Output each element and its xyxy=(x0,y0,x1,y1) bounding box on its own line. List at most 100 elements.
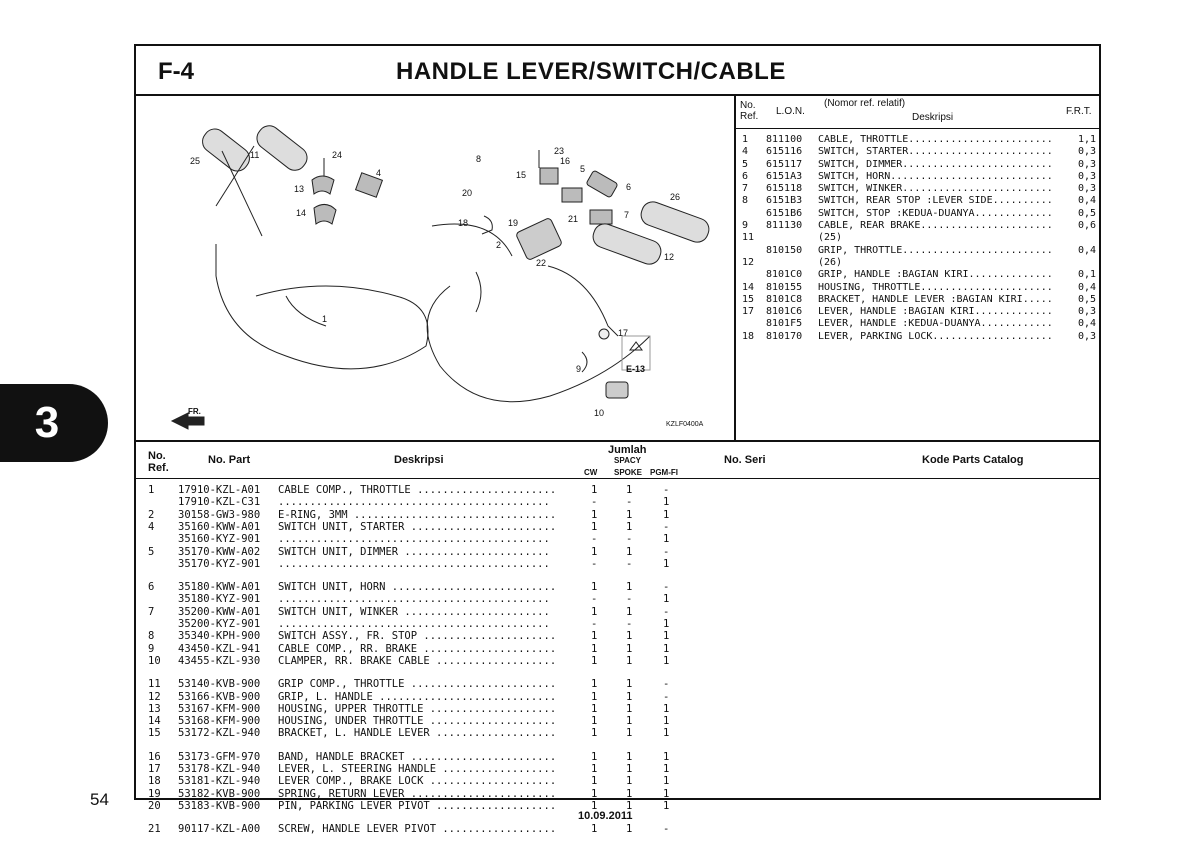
lon-header-frt: F.R.T. xyxy=(1066,106,1092,117)
row-part-number: 43450-KZL-941 xyxy=(178,642,261,655)
row-qty-cw: 1 xyxy=(591,787,598,800)
row-description: ........................................… xyxy=(278,496,550,509)
row-ref: 4 xyxy=(148,520,155,533)
row-ref: 9 xyxy=(148,642,155,655)
lon-ref: 15 xyxy=(742,293,755,305)
callout-26: 26 xyxy=(670,192,680,202)
callout-23: 23 xyxy=(554,146,564,156)
row-description: SPRING, RETURN LEVER ...................… xyxy=(278,787,557,800)
row-part-number: 35170-KWW-A02 xyxy=(178,545,261,558)
row-ref: 12 xyxy=(148,690,161,703)
row-qty-cw: 1 xyxy=(591,654,598,667)
row-part-number: 53181-KZL-940 xyxy=(178,775,261,788)
header-pgm-fi: PGM-FI xyxy=(650,468,678,477)
row-qty-pgm-fi: 1 xyxy=(663,508,670,521)
row-part-number: 35200-KWW-A01 xyxy=(178,605,261,618)
row-description: PIN, PARKING LEVER PIVOT ...............… xyxy=(278,799,557,812)
parts-table-header: No. Ref. No. Part Deskripsi Jumlah SPACY… xyxy=(136,442,1099,479)
row-ref: 15 xyxy=(148,727,161,740)
parts-row: 14 53168-KFM-900 HOUSING, UNDER THROTTLE .… xyxy=(136,715,1099,727)
row-qty-cw: 1 xyxy=(591,520,598,533)
header-no-ref: No. Ref. xyxy=(148,450,169,474)
section-code: F-4 xyxy=(158,58,194,85)
row-description: GRIP, L. HANDLE ........................… xyxy=(278,690,557,703)
row-description: BRACKET, L. HANDLE LEVER ...............… xyxy=(278,727,557,740)
section-header: F-4 HANDLE LEVER/SWITCH/CABLE xyxy=(136,46,1099,96)
callout-9: 9 xyxy=(576,364,581,374)
row-ref: 14 xyxy=(148,715,161,728)
lon-header-no-ref: No. Ref. xyxy=(740,100,759,122)
row-description: CABLE COMP., THROTTLE ..................… xyxy=(278,484,557,496)
row-qty-pgm-fi: 1 xyxy=(663,775,670,788)
parts-row: 35200-KYZ-901...........................… xyxy=(136,618,1099,630)
callout-5: 5 xyxy=(580,164,585,174)
row-qty-cw: - xyxy=(591,593,598,606)
switch-part-6 xyxy=(586,170,618,198)
row-ref: 2 xyxy=(148,508,155,521)
lon-ref: 18 xyxy=(742,330,755,342)
parts-row: 35180-KYZ-901...........................… xyxy=(136,593,1099,605)
row-description: CLAMPER, RR. BRAKE CABLE ...............… xyxy=(278,654,557,667)
row-description: HOUSING, UNDER THROTTLE ................… xyxy=(278,715,557,728)
lon-desc: LEVER, HANDLE :KEDUA-DUANYA............ xyxy=(818,318,1053,330)
row-part-number: 53168-KFM-900 xyxy=(178,715,261,728)
row-part-number: 53167-KFM-900 xyxy=(178,702,261,715)
row-qty-cw: - xyxy=(591,618,598,630)
row-qty-cw: 1 xyxy=(591,702,598,715)
lon-ref: 7 xyxy=(742,183,749,195)
row-qty-spoke: 1 xyxy=(626,715,633,728)
lon-code: 615116 xyxy=(766,146,803,158)
housing-part-14 xyxy=(313,204,337,225)
row-description: SWITCH UNIT, HORN ......................… xyxy=(278,581,557,594)
grip-part-25 xyxy=(202,128,250,172)
lon-frt: 0,5 xyxy=(1078,207,1097,219)
callout-1: 1 xyxy=(322,314,327,324)
grip-part-26 xyxy=(640,201,710,243)
lon-code: 811100 xyxy=(766,134,803,145)
lon-code: 6151A3 xyxy=(766,170,803,182)
row-description: ........................................… xyxy=(278,533,550,546)
cable-part-1 xyxy=(215,275,429,370)
row-qty-pgm-fi: 1 xyxy=(663,654,670,667)
lon-desc: SWITCH, REAR STOP :LEVER SIDE.......... xyxy=(818,195,1053,207)
row-qty-pgm-fi: 1 xyxy=(663,618,670,630)
row-qty-pgm-fi: 1 xyxy=(663,727,670,740)
row-qty-cw: 1 xyxy=(591,508,598,521)
lon-header-desc-top: (Nomor ref. relatif) xyxy=(824,98,906,109)
row-qty-pgm-fi: - xyxy=(663,520,670,533)
row-qty-cw: - xyxy=(591,557,598,570)
drawing-code: KZLF0400A xyxy=(666,421,704,428)
row-part-number: 35200-KYZ-901 xyxy=(178,618,261,630)
row-description: SWITCH ASSY., FR. STOP .................… xyxy=(278,630,557,643)
diagram-drawing: 25 11 24 13 14 4 8 20 15 23 16 5 6 7 26 … xyxy=(170,125,710,430)
lon-desc: SWITCH, STARTER........................ xyxy=(818,146,1053,158)
lon-row: 11(25) xyxy=(736,232,1099,244)
lon-frt: 1,1 xyxy=(1078,134,1097,145)
row-qty-cw: 1 xyxy=(591,775,598,788)
row-qty-pgm-fi: 1 xyxy=(663,787,670,800)
row-qty-pgm-fi: 1 xyxy=(663,630,670,643)
row-qty-spoke: 1 xyxy=(626,508,633,521)
lon-frt: 0,4 xyxy=(1078,244,1097,256)
row-part-number: 35160-KYZ-901 xyxy=(178,533,261,546)
lon-code: 811130 xyxy=(766,220,803,232)
row-qty-pgm-fi: - xyxy=(663,823,670,836)
row-ref: 13 xyxy=(148,702,161,715)
lever-part-17 xyxy=(547,265,619,337)
lon-desc: CABLE, REAR BRAKE...................... xyxy=(818,220,1053,232)
lon-code: 810170 xyxy=(766,330,803,342)
header-cw: CW xyxy=(584,468,598,477)
row-qty-cw: - xyxy=(591,533,598,546)
